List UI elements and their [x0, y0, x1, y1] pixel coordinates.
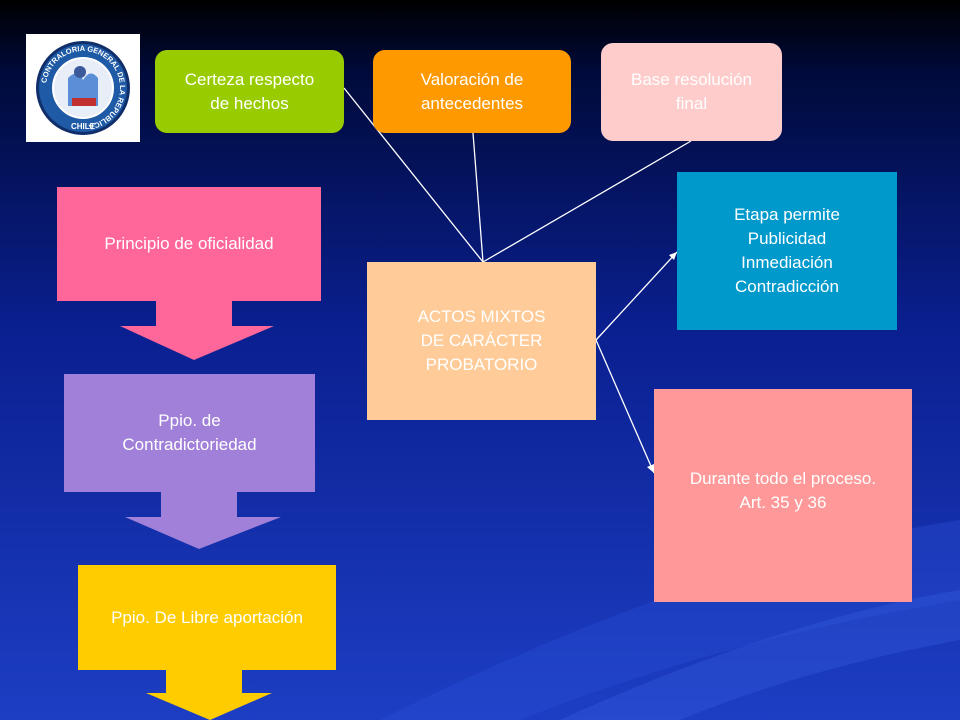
arrowhead-etapa [669, 252, 677, 260]
connector-valoracion [472, 132, 484, 263]
certeza-text: Certeza respecto de hechos [184, 69, 315, 113]
principio-oficialidad-text: Principio de oficialidad [104, 234, 274, 253]
etapa-permite-text: Etapa permite Publicidad Inmediación Con… [734, 205, 840, 296]
arrowhead-durante [647, 464, 654, 473]
actos-mixtos-box: ACTOS MIXTOS DE CARÁCTER PROBATORIO [367, 262, 596, 420]
etapa-permite-box: Etapa permite Publicidad Inmediación Con… [677, 172, 897, 330]
connector-base [482, 140, 692, 263]
valoracion-box: Valoración de antecedentes [373, 50, 571, 133]
durante-proceso-text: Durante todo el proceso. Art. 35 y 36 [689, 468, 877, 512]
actos-mixtos-text: ACTOS MIXTOS DE CARÁCTER PROBATORIO [417, 307, 546, 374]
connector-durante [595, 339, 655, 474]
certeza-box: Certeza respecto de hechos [155, 50, 344, 133]
valoracion-text: Valoración de antecedentes [420, 69, 524, 113]
connector-etapa [595, 251, 678, 341]
down-arrow-oficialidad [120, 300, 274, 360]
ppio-libre-aportacion-box: Ppio. De Libre aportación [78, 565, 336, 670]
ppio-contradictoriedad-box: Ppio. de Contradictoriedad [64, 374, 315, 492]
ppio-libre-aportacion-text: Ppio. De Libre aportación [111, 607, 303, 627]
connector-certeza [343, 87, 484, 263]
ppio-contradictoriedad-text: Ppio. de Contradictoriedad [122, 411, 257, 454]
down-arrow-contradictoriedad [125, 491, 281, 549]
durante-proceso-box: Durante todo el proceso. Art. 35 y 36 [654, 389, 912, 602]
seal-country-text: CHILE [71, 122, 96, 131]
contraloria-logo: CONTRALORIA GENERAL DE LA REPUBLICA CHIL… [26, 34, 140, 142]
base-resolucion-text: Base resolución final [631, 70, 752, 113]
base-resolucion-box: Base resolución final [601, 43, 782, 141]
principio-oficialidad-box: Principio de oficialidad [57, 187, 321, 301]
down-arrow-libre-aportacion [146, 669, 272, 720]
seal-icon: CONTRALORIA GENERAL DE LA REPUBLICA CHIL… [36, 41, 130, 135]
